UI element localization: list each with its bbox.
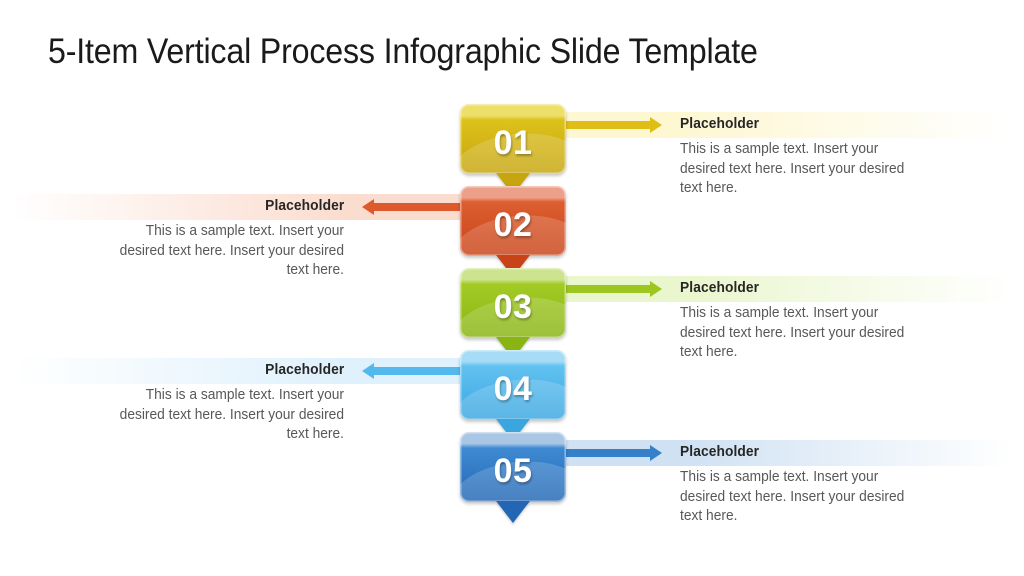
step-body-text: This is a sample text. Insert your desir… [680,469,905,524]
connector-band [12,194,512,220]
connector-arrow-head [650,281,662,297]
step-number-text: 02 [493,205,533,244]
connector-arrow-shaft [372,203,512,211]
step-card-highlight-strip [460,186,566,202]
step-card-surface [460,268,566,338]
step-card-tail [496,501,530,523]
step-card-body [460,202,566,256]
step-card-body [460,366,566,420]
step-card-surface [460,104,566,174]
connector-arrow-head [362,363,374,379]
step-body-text: This is a sample text. Insert your desir… [680,305,905,360]
step-label: Placeholder [680,444,760,460]
step-card-surface [460,350,566,420]
step-card-body [460,120,566,174]
step-number-text: 03 [493,287,533,326]
step-label: Placeholder [680,116,760,132]
step-label: Placeholder [264,362,344,378]
connector-arrow-head [650,445,662,461]
connector-arrow-shaft [512,285,652,293]
step-number-text: 01 [493,123,533,162]
connector-arrow-shaft [512,449,652,457]
step-label: Placeholder [264,198,344,214]
step-number-card[interactable]: 02 [460,186,566,277]
step-number-card[interactable]: 05 [460,432,566,523]
step-number-text: 05 [493,451,533,490]
step-card-highlight-strip [460,104,566,120]
connector-arrow-head [650,117,662,133]
step-number-card[interactable]: 04 [460,350,566,441]
connector-band [512,276,1012,302]
step-card-highlight-strip [460,350,566,366]
page-title: 5-Item Vertical Process Infographic Slid… [48,32,758,71]
step-number-card[interactable]: 03 [460,268,566,359]
step-label: Placeholder [680,280,760,296]
step-card-body [460,448,566,502]
step-card-highlight-strip [460,432,566,448]
connector-band [512,440,1012,466]
connector-arrow-head [362,199,374,215]
connector-band [512,112,1012,138]
step-card-surface [460,186,566,256]
step-body-text: This is a sample text. Insert your desir… [119,387,344,442]
connector-arrow-shaft [372,367,512,375]
step-card-body [460,284,566,338]
step-card-surface [460,432,566,502]
step-number-text: 04 [493,369,533,408]
connector-arrow-shaft [512,121,652,129]
step-body-text: This is a sample text. Insert your desir… [119,223,344,278]
step-number-card[interactable]: 01 [460,104,566,195]
step-card-highlight-strip [460,268,566,284]
connector-band [12,358,512,384]
step-body-text: This is a sample text. Insert your desir… [680,141,905,196]
